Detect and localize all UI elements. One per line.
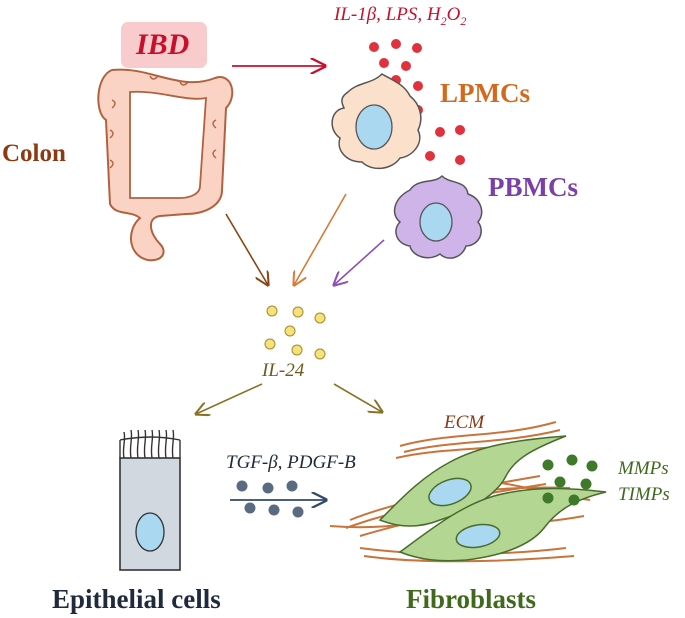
il24-to-epithelial-arrow	[196, 383, 263, 414]
epithelial-cell	[119, 429, 181, 571]
stimuli-sub-2: 2	[460, 13, 467, 28]
colon-to-il24-arrow	[225, 213, 268, 285]
colon-label: Colon	[2, 140, 66, 167]
lpmcs-label: LPMCs	[440, 78, 530, 108]
fibroblast-cells	[378, 435, 607, 562]
colon-illustration	[97, 68, 234, 262]
ecm-label: ECM	[444, 412, 485, 433]
il24-dots	[264, 305, 326, 360]
growth-factors-label: TGF-β, PDGF-B	[226, 452, 356, 473]
stimuli-label: IL-1β, LPS, H2O2	[334, 4, 466, 29]
stimuli-prefix: IL-1β, LPS, H	[334, 4, 441, 25]
il24-label: IL-24	[262, 360, 305, 381]
lpmc-to-il24-arrow	[294, 193, 347, 285]
stimuli-dots	[369, 39, 465, 165]
il24-to-fibroblast-arrow	[333, 383, 382, 412]
ibd-label: IBD	[136, 28, 190, 61]
lpmc-cell	[331, 73, 422, 170]
ibd-box	[121, 22, 207, 68]
pbmc-to-il24-arrow	[334, 239, 385, 285]
growth-factor-dots	[236, 480, 304, 518]
fibroblasts-label: Fibroblasts	[406, 584, 537, 614]
epithelial-cells-label: Epithelial cells	[52, 584, 221, 614]
mmp-timp-dots	[542, 454, 598, 506]
mmps-label: MMPs	[618, 458, 669, 479]
pbmcs-label: PBMCs	[488, 172, 578, 202]
pbmc-cell	[393, 174, 483, 259]
stimuli-o: O	[446, 4, 461, 25]
stimuli-sub-1: 2	[440, 13, 447, 28]
timps-label: TIMPs	[618, 484, 670, 505]
